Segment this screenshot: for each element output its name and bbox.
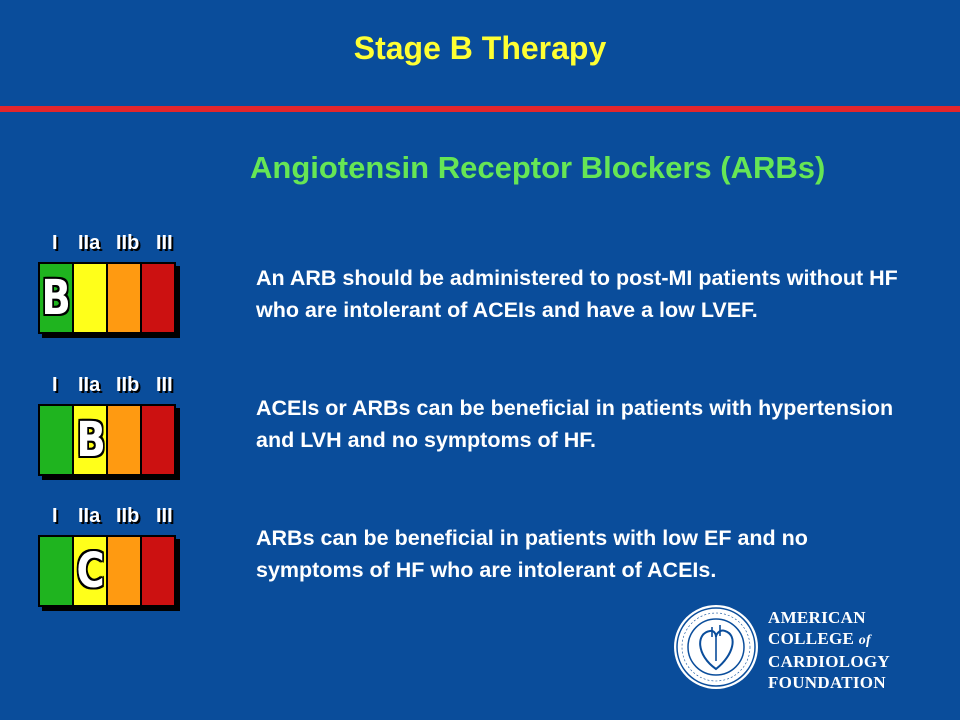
segment-class-i <box>40 406 74 474</box>
class-label-iia: IIa <box>78 232 101 254</box>
segment-class-iii <box>142 264 174 332</box>
class-label-iia: IIa <box>78 505 101 527</box>
class-label-iii: III <box>156 232 173 254</box>
level-of-evidence: C <box>76 543 105 599</box>
class-bar: B <box>38 404 180 480</box>
segment-class-i <box>40 537 74 605</box>
class-label-iib: IIb <box>116 505 140 527</box>
segment-class-iib <box>108 537 142 605</box>
class-label-i: I <box>52 505 58 527</box>
level-of-evidence: B <box>41 270 71 326</box>
class-label-i: I <box>52 374 58 396</box>
segment-class-iia <box>74 537 108 605</box>
title-divider <box>0 106 960 112</box>
slide-subtitle: Angiotensin Receptor Blockers (ARBs) <box>250 150 826 185</box>
org-line-2-of: of <box>858 633 872 648</box>
class-bar-segments <box>38 404 176 476</box>
class-label-iib: IIb <box>116 374 140 396</box>
segment-class-iib <box>108 264 142 332</box>
org-line-4: FOUNDATION <box>768 673 886 692</box>
class-labels: I IIa IIb III <box>38 374 188 404</box>
recommendation-grade-3: I IIa IIb III C <box>38 505 188 611</box>
class-bar-segments <box>38 262 176 334</box>
class-label-iia: IIa <box>78 374 101 396</box>
class-label-i: I <box>52 232 58 254</box>
class-bar: B <box>38 262 180 338</box>
org-line-3: CARDIOLOGY <box>768 652 891 671</box>
class-label-iii: III <box>156 374 173 396</box>
class-bar: C <box>38 535 180 611</box>
class-label-iii: III <box>156 505 173 527</box>
recommendation-text-3: ARBs can be beneficial in patients with … <box>256 526 808 582</box>
recommendation-grade-1: I IIa IIb III B <box>38 232 188 338</box>
org-line-2: COLLEGE of <box>768 628 890 651</box>
level-of-evidence: B <box>76 412 106 468</box>
accf-logo: AMERICAN COLLEGE of CARDIOLOGY FOUNDATIO… <box>672 603 932 693</box>
segment-class-iib <box>108 406 142 474</box>
segment-class-iii <box>142 406 174 474</box>
org-line-2-main: COLLEGE <box>768 629 855 648</box>
segment-class-iia <box>74 264 108 332</box>
segment-class-iia <box>74 406 108 474</box>
segment-class-iii <box>142 537 174 605</box>
recommendation-text-1: An ARB should be administered to post-MI… <box>256 266 898 322</box>
slide-title: Stage B Therapy <box>353 30 607 66</box>
acc-seal-icon <box>674 605 758 689</box>
class-bar-segments <box>38 535 176 607</box>
org-line-1: AMERICAN <box>768 608 866 627</box>
class-labels: I IIa IIb III <box>38 505 188 535</box>
recommendation-text-2: ACEIs or ARBs can be beneficial in patie… <box>256 396 894 452</box>
class-labels: I IIa IIb III <box>38 232 188 262</box>
class-label-iib: IIb <box>116 232 140 254</box>
segment-class-i <box>40 264 74 332</box>
recommendation-grade-2: I IIa IIb III B <box>38 374 188 480</box>
organization-name: AMERICAN COLLEGE of CARDIOLOGY FOUNDATIO… <box>768 607 890 693</box>
